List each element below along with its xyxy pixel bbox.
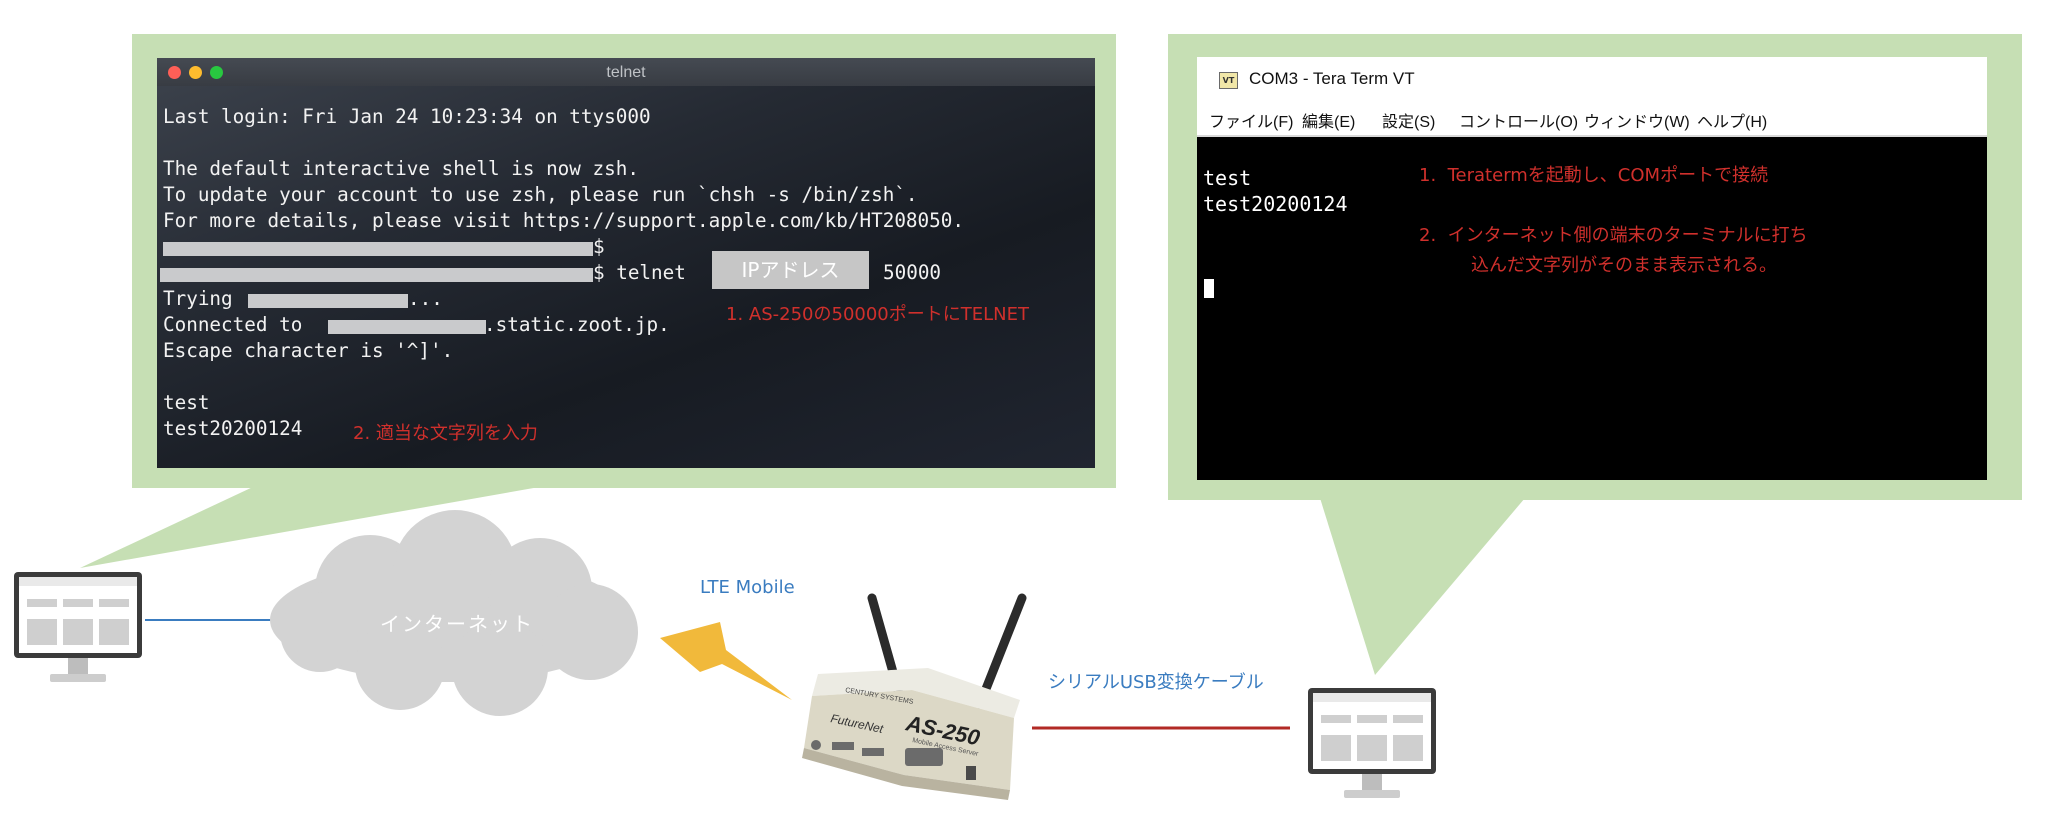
terminal-line-suffix: ... <box>408 287 443 310</box>
terminal-line: $ <box>593 235 605 258</box>
menu-window[interactable]: ウィンドウ(W) <box>1584 114 1690 131</box>
note-teraterm-step-1: 1. Teratermを起動し、COMポートで接続 <box>1419 165 1769 186</box>
teraterm-menu-bar: ファイル(F) 編集(E) 設定(S) コントロール(O) ウィンドウ(W) ヘ… <box>1197 101 1987 137</box>
teraterm-app-icon: VT <box>1219 72 1238 89</box>
terminal-line: Connected to <box>163 313 303 336</box>
ip-address-placeholder: IPアドレス <box>712 251 869 289</box>
telnet-terminal-window[interactable]: telnet Last login: Fri Jan 24 10:23:34 o… <box>157 58 1095 468</box>
teraterm-output-line: test <box>1203 166 1252 190</box>
terminal-line: Last login: Fri Jan 24 10:23:34 on ttys0… <box>163 105 651 128</box>
terminal-line: $ telnet <box>593 261 686 284</box>
terminal-line: To update your account to use zsh, pleas… <box>163 183 918 206</box>
terminal-cursor <box>1204 279 1214 298</box>
note-teraterm-step-2: 2. インターネット側の端末のターミナルに打ち <box>1419 225 1808 246</box>
teraterm-title-bar[interactable]: VT COM3 - Tera Term VT <box>1197 57 1987 101</box>
close-window-icon[interactable] <box>168 66 181 79</box>
terminal-line: Trying <box>163 287 233 310</box>
terminal-line: Escape character is '^]'. <box>163 339 454 362</box>
telnet-port: 50000 <box>883 261 942 284</box>
menu-control[interactable]: コントロール(O) <box>1459 114 1579 131</box>
telnet-window-title: telnet <box>606 64 646 81</box>
redacted-prompt <box>160 268 593 282</box>
lte-lightning-icon <box>660 622 792 700</box>
menu-file[interactable]: ファイル(F) <box>1209 114 1294 131</box>
serial-cable-label: シリアルUSB変換ケーブル <box>1048 672 1264 693</box>
internet-cloud-label: インターネット <box>380 612 534 636</box>
teraterm-window-title: COM3 - Tera Term VT <box>1249 69 1415 88</box>
terminal-line: test20200124 <box>163 417 303 440</box>
menu-edit[interactable]: 編集(E) <box>1302 114 1356 131</box>
menu-settings[interactable]: 設定(S) <box>1382 114 1436 131</box>
maximize-window-icon[interactable] <box>210 66 223 79</box>
terminal-line-suffix: .static.zoot.jp. <box>484 313 670 336</box>
note-telnet-step-1: 1. AS-250の50000ポートにTELNET <box>726 304 1029 325</box>
telnet-title-bar[interactable]: telnet <box>157 58 1095 86</box>
terminal-line: The default interactive shell is now zsh… <box>163 157 639 180</box>
teraterm-window[interactable]: VT COM3 - Tera Term VT ファイル(F) 編集(E) 設定(… <box>1197 57 1987 480</box>
lte-mobile-label: LTE Mobile <box>700 577 795 598</box>
teraterm-output-line: test20200124 <box>1203 192 1348 216</box>
redacted-host <box>328 320 486 334</box>
terminal-line: test <box>163 391 210 414</box>
minimize-window-icon[interactable] <box>189 66 202 79</box>
internet-cloud-icon <box>270 510 638 716</box>
menu-help[interactable]: ヘルプ(H) <box>1697 114 1768 131</box>
terminal-line: For more details, please visit https://s… <box>163 209 964 232</box>
note-telnet-step-2: 2. 適当な文字列を入力 <box>353 423 538 444</box>
note-teraterm-step-2-cont: 込んだ文字列がそのまま表示される。 <box>1471 255 1777 276</box>
router-device-icon <box>802 593 1027 800</box>
redacted-ip <box>248 294 408 308</box>
redacted-prompt <box>163 242 593 256</box>
